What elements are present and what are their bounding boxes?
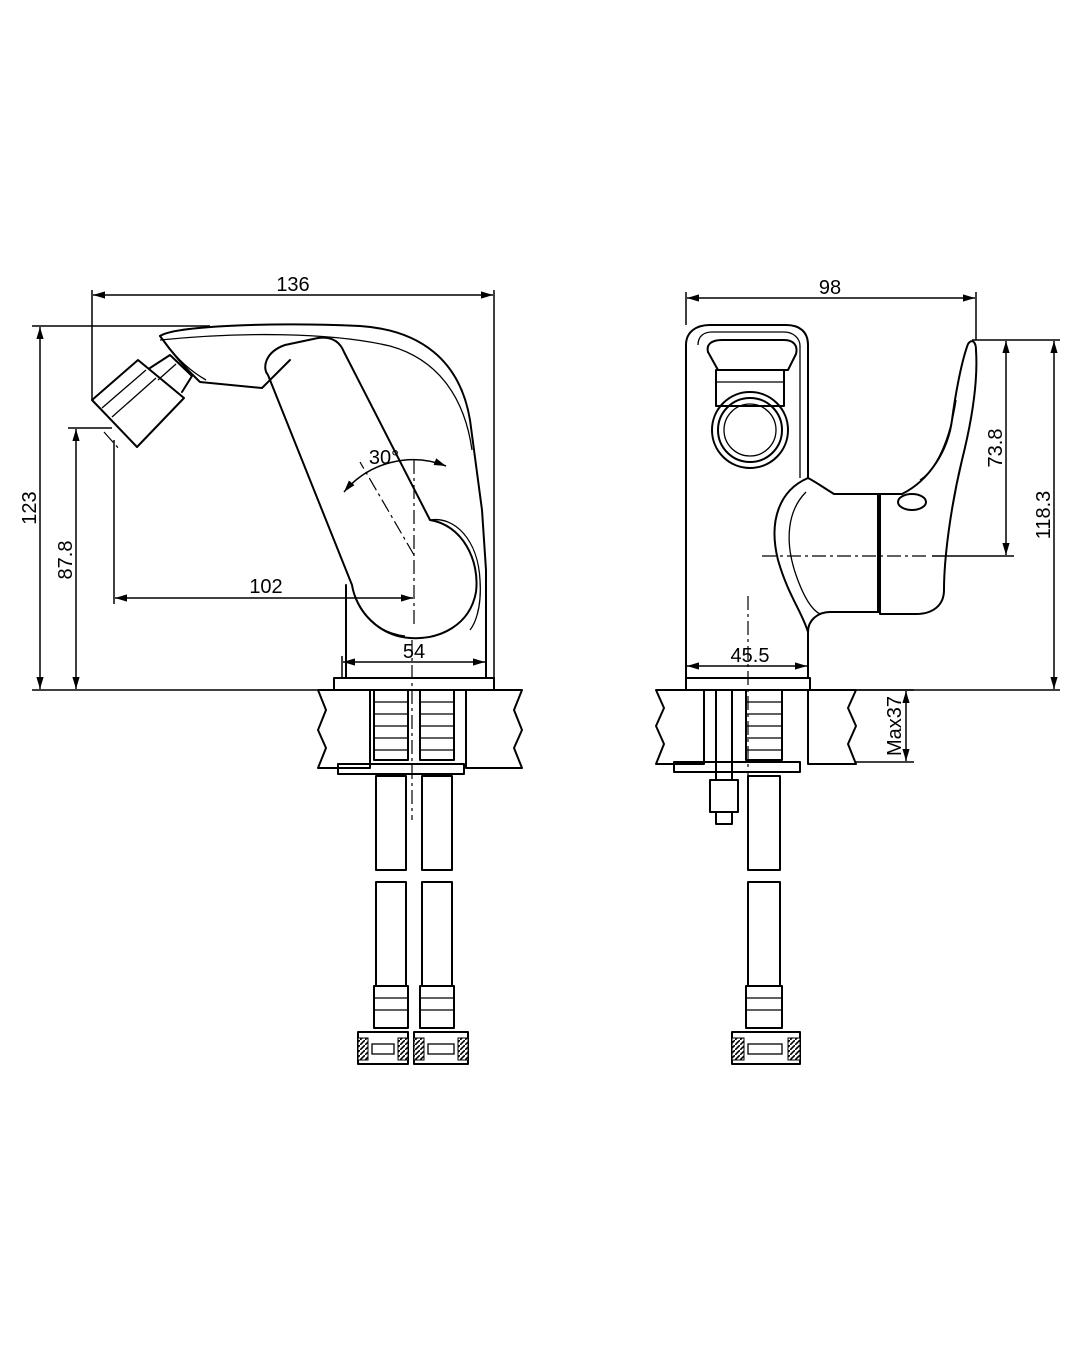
- front-dim-total-width: 98: [685, 277, 977, 340]
- front-total-width-label: 98: [819, 277, 841, 299]
- front-max-thickness-label: Max37: [884, 696, 906, 756]
- side-handle-angle-label: 30°: [369, 447, 399, 469]
- front-dim-handle-height: 73.8: [932, 339, 1060, 557]
- front-faucet-body: [685, 324, 978, 691]
- side-aerator: [91, 354, 193, 448]
- side-total-height-label: 123: [19, 491, 41, 524]
- front-hose: [731, 689, 801, 1065]
- front-dim-base-width: 45.5: [687, 645, 807, 670]
- front-total-height-label: 118.3: [1033, 491, 1055, 540]
- side-dim-base-width: 54: [341, 641, 487, 678]
- front-base-width-label: 45.5: [731, 645, 770, 667]
- front-threaded-rod: [709, 689, 739, 825]
- front-dim-total-height: 118.3: [810, 341, 1060, 691]
- side-dim-spout-reach: 102: [113, 440, 413, 604]
- front-view: 98 73.8 118.3 45.5 Max37: [655, 277, 1060, 1065]
- side-hose-right: [413, 689, 469, 1065]
- side-base-width-label: 54: [403, 641, 425, 663]
- side-spout-height-label: 87.8: [55, 541, 77, 580]
- side-countertop-section: [317, 689, 523, 775]
- side-faucet-body: [91, 323, 495, 691]
- side-hose-left: [357, 689, 409, 1065]
- side-dim-spout-height: 87.8: [55, 427, 112, 689]
- side-aerator-centerline: [103, 431, 121, 451]
- front-dim-max-thickness: Max37: [856, 689, 914, 763]
- front-countertop-section: [655, 689, 857, 773]
- side-spout-reach-label: 102: [249, 576, 282, 598]
- side-handle-tilt-line: [359, 461, 415, 556]
- side-total-width-label: 136: [276, 274, 309, 296]
- front-handle-height-label: 73.8: [985, 429, 1007, 468]
- side-dim-handle-angle: 30°: [343, 447, 447, 493]
- side-dim-total-height: 123: [19, 325, 334, 691]
- side-dim-total-width: 136: [91, 274, 495, 678]
- side-view: 136 123 87.8 102 30° 54: [19, 274, 523, 1065]
